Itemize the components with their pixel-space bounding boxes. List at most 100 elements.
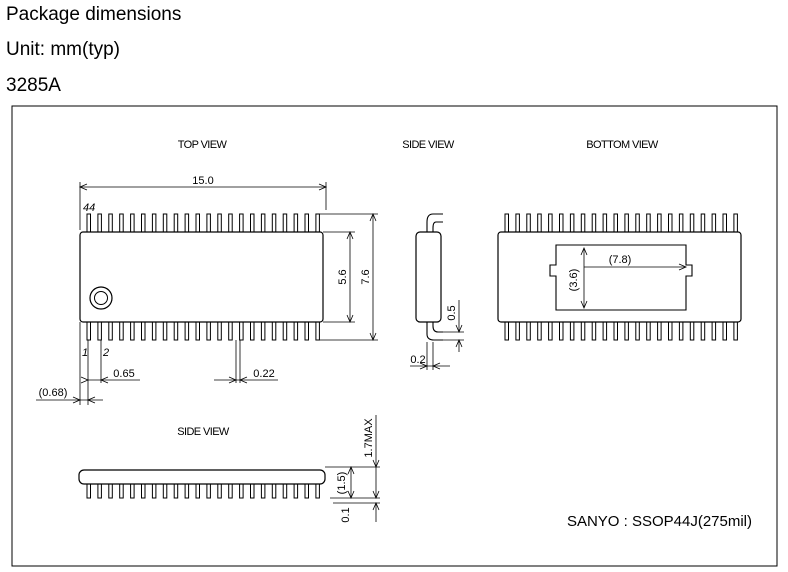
- lead-pin: [602, 213, 608, 233]
- lead-pin: [228, 483, 233, 499]
- lead-pin: [526, 321, 531, 341]
- lead-pin: [657, 321, 662, 341]
- pin-1-label: 1: [82, 347, 88, 359]
- lead-pin: [700, 213, 706, 233]
- lead-pin: [700, 321, 706, 341]
- lead-pin: [613, 321, 618, 341]
- lead-pin: [646, 321, 651, 341]
- lead-pin: [722, 213, 727, 233]
- lead-pin: [151, 213, 157, 233]
- side-view-lower-label: SIDE VIEW: [177, 426, 230, 438]
- lead-pin: [184, 213, 190, 233]
- lead-pin: [260, 213, 266, 233]
- top-view-label: TOP VIEW: [178, 139, 228, 151]
- lead-pin: [141, 321, 146, 341]
- top-view-body: [79, 231, 324, 323]
- body-length-dimension: [78, 182, 328, 230]
- lead-pin: [282, 213, 288, 233]
- lead-pin: [184, 321, 190, 341]
- lead-pin: [315, 321, 320, 341]
- lead-pin: [119, 483, 124, 499]
- lead-pin: [315, 483, 320, 499]
- side-view-body: [415, 231, 442, 323]
- lead-pin: [689, 213, 695, 233]
- lead-pin: [537, 213, 542, 233]
- lead-pin: [195, 213, 200, 233]
- lead-pin: [591, 321, 597, 341]
- lead-pin: [162, 483, 168, 499]
- lead-pin: [195, 483, 200, 499]
- lead-pin: [504, 213, 509, 233]
- bottom-view-label: BOTTOM VIEW: [586, 139, 659, 151]
- lead-pin: [668, 213, 673, 233]
- lead-pin: [315, 213, 320, 233]
- lead-pin: [250, 321, 255, 341]
- lead-pin: [548, 321, 553, 341]
- lead-pin: [635, 213, 640, 233]
- exposed-pad-dimensions: [580, 246, 688, 310]
- lead-pin: [569, 321, 575, 341]
- pin-2-label: 2: [102, 347, 109, 359]
- lead-pin: [141, 213, 146, 233]
- lead-pin: [217, 213, 222, 233]
- lead-pin: [86, 321, 91, 341]
- lead-pin: [86, 483, 91, 499]
- width-dimensions: [318, 212, 378, 342]
- lead-width-value: 0.22: [253, 368, 274, 380]
- lead-pin: [657, 213, 662, 233]
- lead-end-value: (0.68): [39, 387, 68, 399]
- package-model: SANYO : SSOP44J(275mil): [567, 513, 752, 530]
- lead-pin: [733, 213, 738, 233]
- side-view-lower-body: [78, 469, 326, 485]
- side-view-label: SIDE VIEW: [402, 139, 455, 151]
- unit-label: Unit: mm(typ): [6, 39, 120, 60]
- package-code: 3285A: [6, 75, 61, 96]
- lead-pin: [162, 321, 168, 341]
- lead-pin: [304, 213, 309, 233]
- lead-pin: [130, 213, 135, 233]
- lead-pin: [271, 213, 277, 233]
- bottom-view-body: [497, 231, 742, 323]
- lead-pin: [119, 321, 124, 341]
- lead-pin: [646, 213, 651, 233]
- lead-pin: [239, 321, 244, 341]
- max-height-value: 1.7MAX: [363, 418, 375, 458]
- exposed-pad-outline: [549, 244, 693, 311]
- lead-pin: [239, 483, 244, 499]
- lead-pin: [504, 321, 509, 341]
- lead-pin: [515, 321, 520, 341]
- lead-pin: [559, 213, 564, 233]
- bottom-view-lower-pins: [504, 321, 738, 341]
- lead-pin: [206, 321, 211, 341]
- pitch-dimensions: [36, 322, 278, 405]
- lead-pin: [733, 321, 738, 341]
- lead-pin: [602, 321, 608, 341]
- pad-length-value: (7.8): [609, 254, 632, 266]
- lead-pin: [108, 213, 113, 233]
- lead-pin: [195, 321, 200, 341]
- pitch-value: 0.65: [113, 368, 134, 380]
- lead-pin: [228, 321, 233, 341]
- lead-pin: [711, 213, 717, 233]
- lead-pin: [613, 213, 618, 233]
- pin-44-label: 44: [83, 202, 95, 214]
- lead-pin: [260, 321, 266, 341]
- lead-pin: [722, 321, 727, 341]
- lead-pin: [250, 213, 255, 233]
- side-view-leads: [426, 213, 443, 341]
- lead-pin: [130, 483, 135, 499]
- lead-pin: [151, 483, 157, 499]
- lead-pin: [624, 321, 629, 341]
- lead-pin: [130, 321, 135, 341]
- lead-pin: [569, 213, 575, 233]
- lead-pin: [271, 483, 277, 499]
- side-view-lower-pins: [86, 483, 320, 499]
- height-dimensions: [325, 415, 380, 522]
- lead-pin: [282, 483, 288, 499]
- lead-pin: [108, 321, 113, 341]
- lead-pin: [217, 321, 222, 341]
- lead-pin: [217, 483, 222, 499]
- lead-pin: [119, 213, 124, 233]
- lead-pin: [624, 213, 629, 233]
- lead-pin: [293, 213, 299, 233]
